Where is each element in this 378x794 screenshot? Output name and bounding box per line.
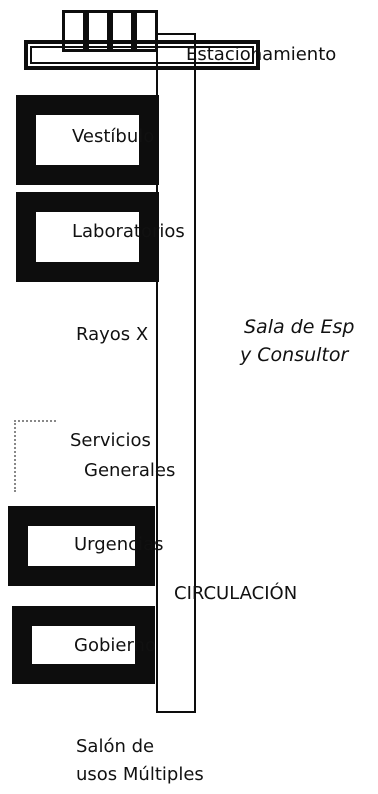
circulation-label: CIRCULACIÓN [174,583,298,604]
waiting-room-label-line1: Sala de Esp [244,316,355,338]
parking-stall [134,10,158,52]
parking-stall [110,10,134,52]
emergency-room [8,506,155,586]
dashed-outline [14,420,56,492]
lobby-room [16,95,159,185]
waiting-room-label-line2: y Consultor [240,344,349,366]
labs-room [16,192,159,282]
government-room [12,606,155,684]
parking-stall [86,10,110,52]
parking-area-inner [30,46,254,64]
parking-stall [62,10,86,52]
services-label-line2: Generales [84,460,176,481]
parking-label: Estacionamiento [186,44,337,65]
emergency-label: Urgencias [74,534,164,555]
circulation-corridor [156,33,196,713]
government-label: Gobierno [74,635,156,656]
services-label-line1: Servicios [70,430,151,451]
labs-label: Laboratorios [72,221,185,242]
xray-label: Rayos X [76,324,149,345]
lobby-label: Vestíbulo [72,126,155,147]
parking-area [24,40,260,70]
multipurpose-label-line1: Salón de [76,736,155,757]
multipurpose-label-line2: usos Múltiples [76,764,204,785]
